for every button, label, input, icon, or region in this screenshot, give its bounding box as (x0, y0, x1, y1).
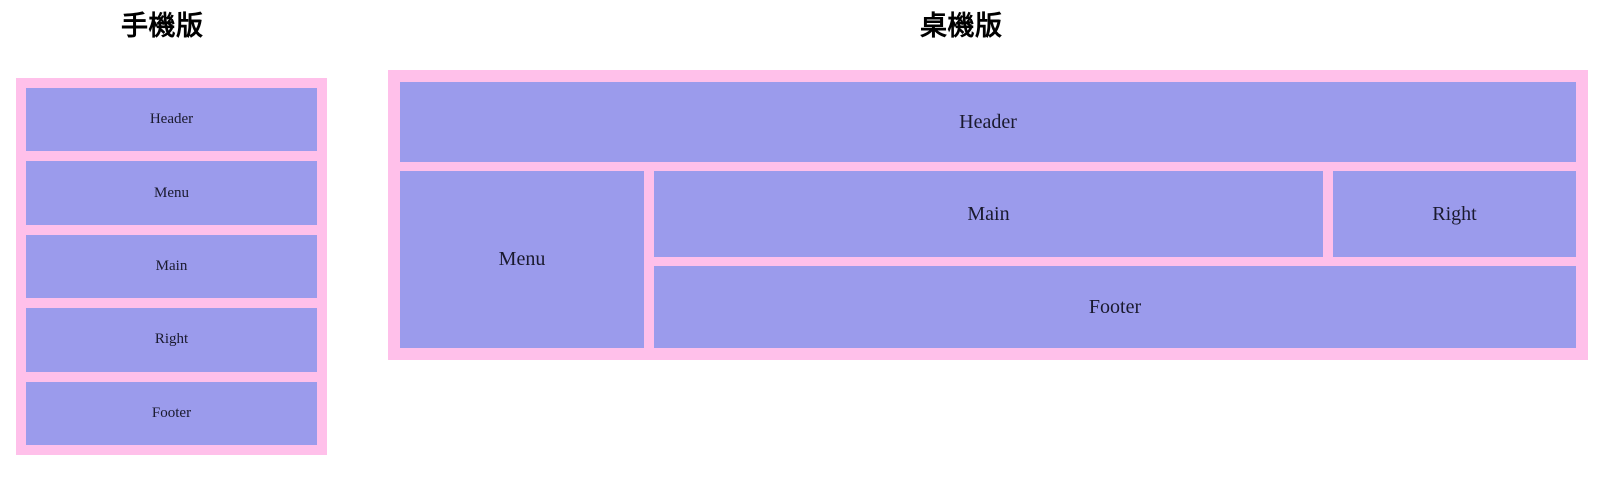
mobile-block-header: Header (26, 88, 317, 152)
mobile-block-menu: Menu (26, 161, 317, 225)
desktop-block-header: Header (400, 82, 1576, 162)
desktop-block-main: Main (654, 171, 1323, 257)
desktop-middle-row: Main Right (654, 171, 1576, 257)
desktop-panel-title: 桌機版 (920, 11, 1003, 41)
desktop-block-right: Right (1333, 171, 1576, 257)
desktop-block-footer: Footer (654, 266, 1576, 348)
mobile-layout-container: Header Menu Main Right Footer (16, 78, 327, 455)
desktop-body-row: Menu Main Right Footer (400, 171, 1576, 348)
desktop-content-column: Main Right Footer (654, 171, 1576, 348)
desktop-layout-container: Header Menu Main Right Footer (388, 70, 1588, 360)
mobile-block-right: Right (26, 308, 317, 372)
mobile-block-footer: Footer (26, 381, 317, 446)
mobile-block-main: Main (26, 234, 317, 299)
desktop-block-menu: Menu (400, 171, 644, 348)
mobile-panel-title: 手機版 (121, 11, 204, 41)
